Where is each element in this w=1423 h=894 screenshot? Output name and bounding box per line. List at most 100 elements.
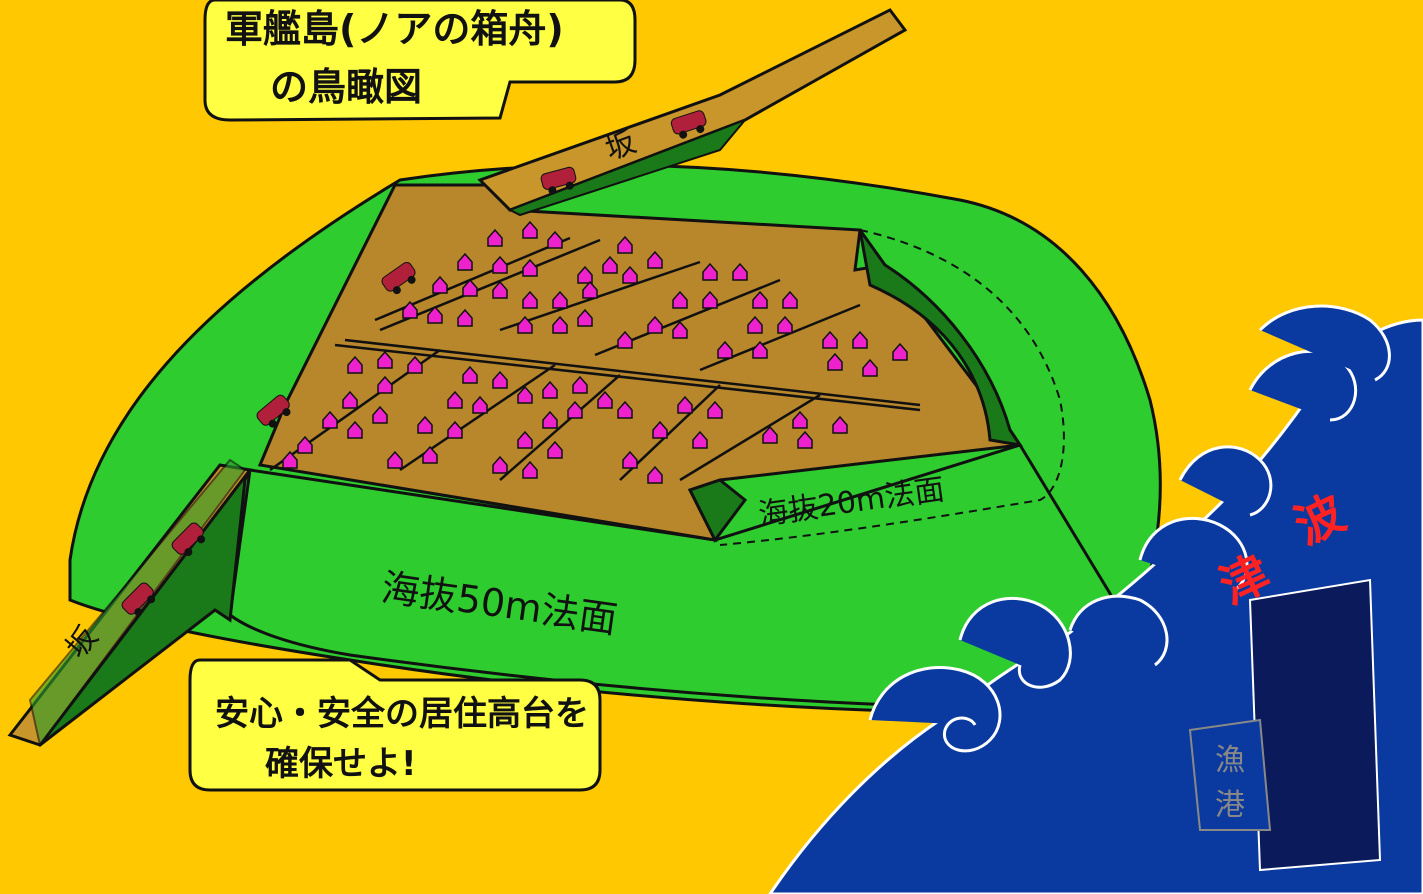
house bbox=[617, 330, 633, 349]
house bbox=[782, 290, 798, 309]
cars bbox=[121, 110, 707, 617]
house bbox=[432, 275, 448, 294]
house bbox=[677, 395, 693, 414]
house bbox=[762, 425, 778, 444]
house bbox=[387, 450, 403, 469]
dashed-boundary bbox=[719, 229, 1065, 546]
house bbox=[672, 290, 688, 309]
fishing-port-char-1: 漁 bbox=[1215, 743, 1245, 778]
house bbox=[792, 410, 808, 429]
house bbox=[457, 252, 473, 271]
house bbox=[282, 450, 298, 469]
houses bbox=[282, 220, 908, 484]
house bbox=[732, 262, 748, 281]
road-top-wall bbox=[507, 117, 749, 217]
house bbox=[462, 365, 478, 384]
house bbox=[547, 230, 563, 249]
house bbox=[707, 400, 723, 419]
house bbox=[582, 280, 598, 299]
house bbox=[457, 308, 473, 327]
house bbox=[622, 450, 638, 469]
house bbox=[547, 440, 563, 459]
car bbox=[670, 110, 707, 139]
house bbox=[797, 430, 813, 449]
house bbox=[717, 340, 733, 359]
house bbox=[602, 255, 618, 274]
house bbox=[552, 290, 568, 309]
house bbox=[422, 445, 438, 464]
house bbox=[492, 255, 508, 274]
title-callout bbox=[203, 0, 637, 122]
house bbox=[427, 305, 443, 324]
slogan-callout bbox=[188, 658, 602, 792]
house bbox=[597, 390, 613, 409]
house bbox=[487, 228, 503, 247]
house bbox=[777, 315, 793, 334]
car bbox=[256, 394, 291, 428]
fishing-port-char-2: 港 bbox=[1215, 788, 1245, 823]
house bbox=[647, 315, 663, 334]
house bbox=[622, 265, 638, 284]
title-line1: 軍艦島(ノアの箱舟) bbox=[225, 7, 564, 51]
house bbox=[492, 280, 508, 299]
terrace-wall bbox=[858, 229, 1024, 448]
house bbox=[297, 435, 313, 454]
slogan-line1: 安心・安全の居住高台を bbox=[215, 694, 589, 734]
house bbox=[702, 262, 718, 281]
slogan-line2: 確保せよ! bbox=[265, 744, 417, 784]
house bbox=[672, 320, 688, 339]
house bbox=[322, 410, 338, 429]
house bbox=[827, 352, 843, 371]
house bbox=[517, 430, 533, 449]
house bbox=[852, 330, 868, 349]
house bbox=[647, 465, 663, 484]
house bbox=[577, 308, 593, 327]
house bbox=[402, 300, 418, 319]
house bbox=[522, 258, 538, 277]
house bbox=[407, 355, 423, 374]
house bbox=[567, 400, 583, 419]
house bbox=[702, 290, 718, 309]
house bbox=[542, 380, 558, 399]
house bbox=[747, 315, 763, 334]
house bbox=[417, 415, 433, 434]
house bbox=[517, 315, 533, 334]
house bbox=[652, 420, 668, 439]
house bbox=[347, 355, 363, 374]
car bbox=[171, 522, 206, 557]
tsunami-wave bbox=[768, 304, 1423, 894]
title-line2: の鳥瞰図 bbox=[270, 65, 422, 109]
car bbox=[381, 261, 416, 295]
house bbox=[372, 405, 388, 424]
house bbox=[472, 395, 488, 414]
house bbox=[552, 315, 568, 334]
house bbox=[752, 340, 768, 359]
house bbox=[342, 390, 358, 409]
house bbox=[572, 375, 588, 394]
house bbox=[377, 350, 393, 369]
house bbox=[347, 420, 363, 439]
car bbox=[540, 166, 577, 195]
house bbox=[492, 370, 508, 389]
house bbox=[892, 342, 908, 361]
house bbox=[522, 220, 538, 239]
house bbox=[617, 400, 633, 419]
house bbox=[447, 390, 463, 409]
house bbox=[542, 410, 558, 429]
house bbox=[492, 455, 508, 474]
house bbox=[752, 290, 768, 309]
house bbox=[862, 358, 878, 377]
house bbox=[522, 290, 538, 309]
house bbox=[822, 330, 838, 349]
house bbox=[522, 460, 538, 479]
house bbox=[462, 278, 478, 297]
house bbox=[517, 385, 533, 404]
house bbox=[377, 375, 393, 394]
house bbox=[647, 250, 663, 269]
terrace-lower-wall bbox=[687, 478, 748, 543]
house bbox=[692, 430, 708, 449]
house bbox=[447, 420, 463, 439]
house bbox=[832, 415, 848, 434]
